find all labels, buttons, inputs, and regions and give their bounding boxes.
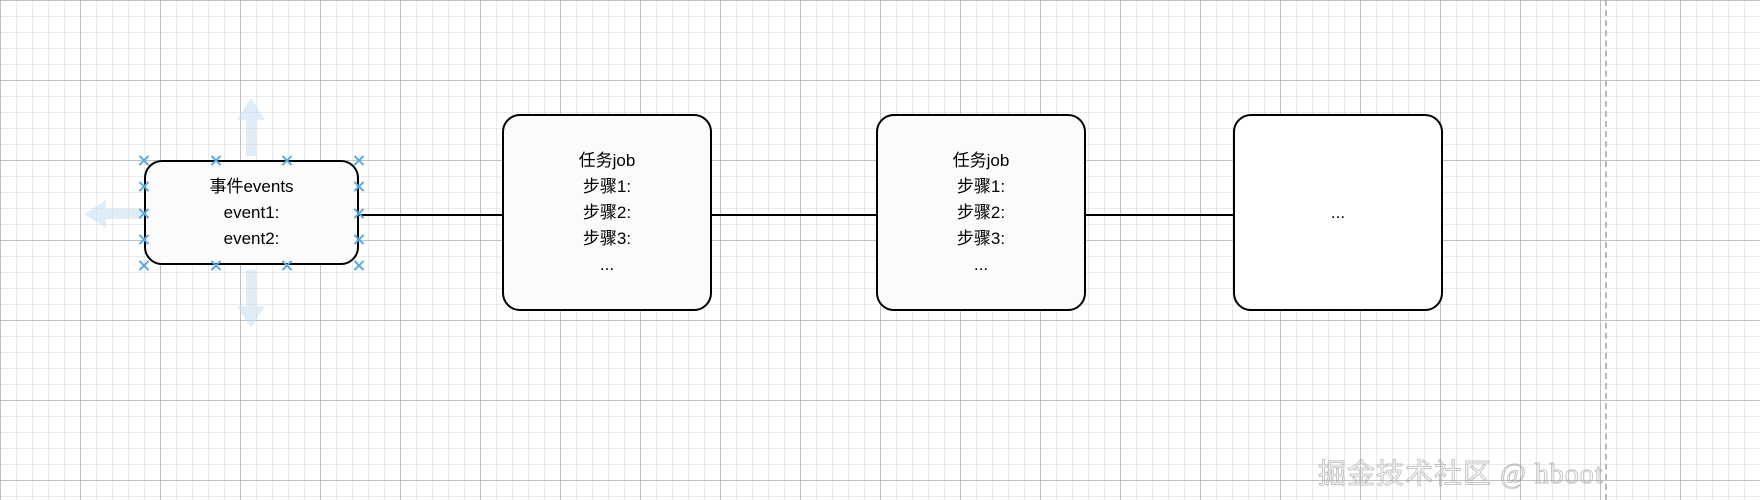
connector-job1-to-job2[interactable]: [712, 214, 876, 216]
selection-handle[interactable]: [210, 154, 223, 167]
node-text-line: 步骤2:: [956, 202, 1006, 222]
events-node[interactable]: 事件events event1: event2:: [144, 160, 359, 265]
job-node-2[interactable]: 任务job 步骤1: 步骤2: 步骤3:...: [876, 114, 1086, 311]
node-text-line: ...: [973, 254, 989, 274]
node-text-line: 事件events: [209, 176, 294, 196]
node-text-line: event1:: [223, 202, 280, 222]
watermark-text: 掘金技术社区 @ hboot: [1318, 459, 1604, 491]
node-text-line: 步骤1:: [582, 176, 632, 196]
node-text-line: 步骤3:: [956, 228, 1006, 248]
connector-job2-to-more[interactable]: [1086, 214, 1233, 216]
node-text-line: event2:: [223, 228, 280, 248]
vertical-guide-line: [1605, 0, 1607, 500]
selection-handle[interactable]: [353, 259, 366, 272]
selection-handle[interactable]: [138, 180, 151, 193]
selection-handle[interactable]: [210, 259, 223, 272]
selection-handle[interactable]: [353, 233, 366, 246]
job-node-1[interactable]: 任务job 步骤1: 步骤2: 步骤3:...: [502, 114, 712, 311]
selection-handle[interactable]: [138, 207, 151, 220]
selection-handle[interactable]: [281, 259, 294, 272]
connector-events-to-job1[interactable]: [359, 214, 502, 216]
resize-arrow-up[interactable]: [237, 98, 265, 156]
node-text-line: 任务job: [578, 150, 636, 170]
selection-handle[interactable]: [353, 154, 366, 167]
selection-handle[interactable]: [353, 207, 366, 220]
ellipsis-node[interactable]: ...: [1233, 114, 1443, 311]
selection-handle[interactable]: [353, 180, 366, 193]
resize-arrow-down[interactable]: [237, 270, 265, 328]
node-text-line: 任务job: [952, 150, 1010, 170]
node-text-line: 步骤1:: [956, 176, 1006, 196]
node-text-line: 步骤3:: [582, 228, 632, 248]
resize-arrow-left[interactable]: [84, 200, 142, 228]
node-text-line: ...: [1330, 202, 1346, 222]
selection-handle[interactable]: [138, 259, 151, 272]
selection-handle[interactable]: [138, 154, 151, 167]
selection-handle[interactable]: [138, 233, 151, 246]
selection-handle[interactable]: [281, 154, 294, 167]
node-text-line: ...: [599, 254, 615, 274]
node-text-line: 步骤2:: [582, 202, 632, 222]
